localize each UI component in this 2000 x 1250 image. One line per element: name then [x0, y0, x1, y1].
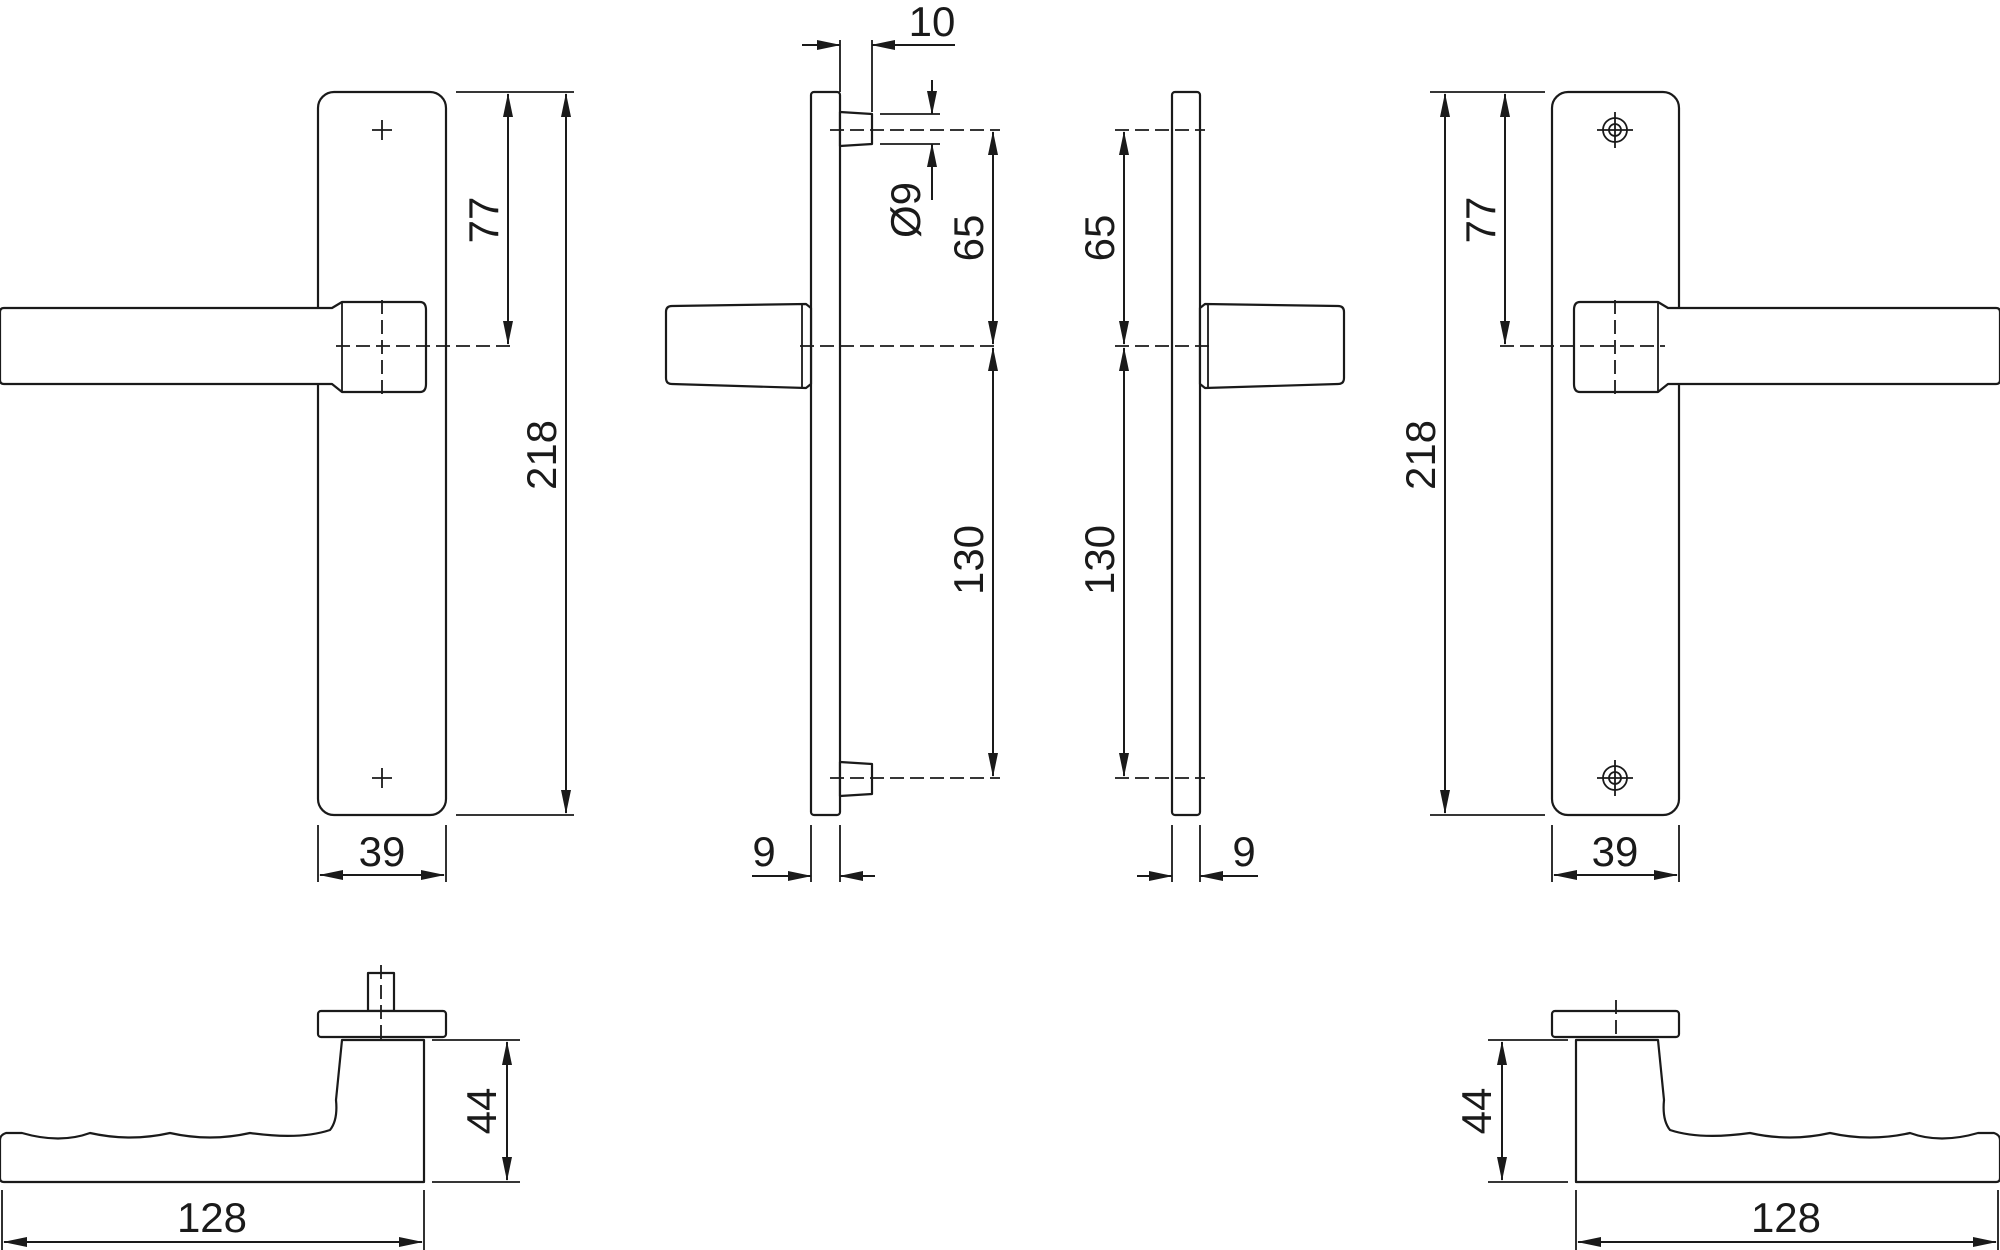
dim-39: 39	[359, 828, 406, 875]
dim-44: 44	[458, 1088, 505, 1135]
dim-218: 218	[1397, 420, 1444, 490]
plate-side	[1170, 90, 1202, 817]
plate-side	[809, 90, 842, 817]
dim-10: 10	[909, 0, 956, 45]
lever-handle	[1572, 300, 2000, 394]
dim-65: 65	[945, 215, 992, 262]
pin-top	[838, 110, 874, 148]
dim-128: 128	[177, 1194, 247, 1241]
top-view-right: 44 128	[1453, 1000, 2000, 1250]
dim-9-right: 9	[1232, 828, 1255, 875]
rosette-knob	[664, 302, 813, 390]
rosette-top	[316, 1009, 448, 1039]
lever-profile	[0, 1038, 426, 1184]
backplate	[1550, 90, 1681, 817]
backplate	[316, 90, 448, 817]
dim-130: 130	[1076, 525, 1123, 595]
lever-profile	[1574, 1038, 2000, 1184]
screw-mark-top	[372, 120, 392, 140]
lever-handle	[0, 300, 428, 394]
dim-39: 39	[1592, 828, 1639, 875]
dim-65: 65	[1076, 215, 1123, 262]
front-view-left: 77 218 39	[0, 90, 574, 882]
front-view-right: 218 77 39	[1397, 90, 2000, 882]
screw-mark-top	[1597, 112, 1633, 148]
dim-9-left: 9	[752, 828, 775, 875]
dim-77: 77	[460, 197, 507, 244]
side-view-right: 65 130 9	[1076, 90, 1346, 882]
dim-128: 128	[1751, 1194, 1821, 1241]
side-view-left: 10 Ø9 65 130 9	[664, 0, 1000, 882]
rosette-knob	[1198, 302, 1346, 390]
dim-77: 77	[1457, 197, 1504, 244]
pin-bottom	[838, 760, 874, 798]
screw-mark-bottom	[372, 768, 392, 788]
dim-diameter-9: Ø9	[882, 182, 929, 238]
dim-130: 130	[945, 525, 992, 595]
top-view-left: 44 128	[0, 965, 520, 1250]
dim-44: 44	[1453, 1088, 1500, 1135]
screw-mark-bottom	[1597, 760, 1633, 796]
dim-218: 218	[518, 420, 565, 490]
